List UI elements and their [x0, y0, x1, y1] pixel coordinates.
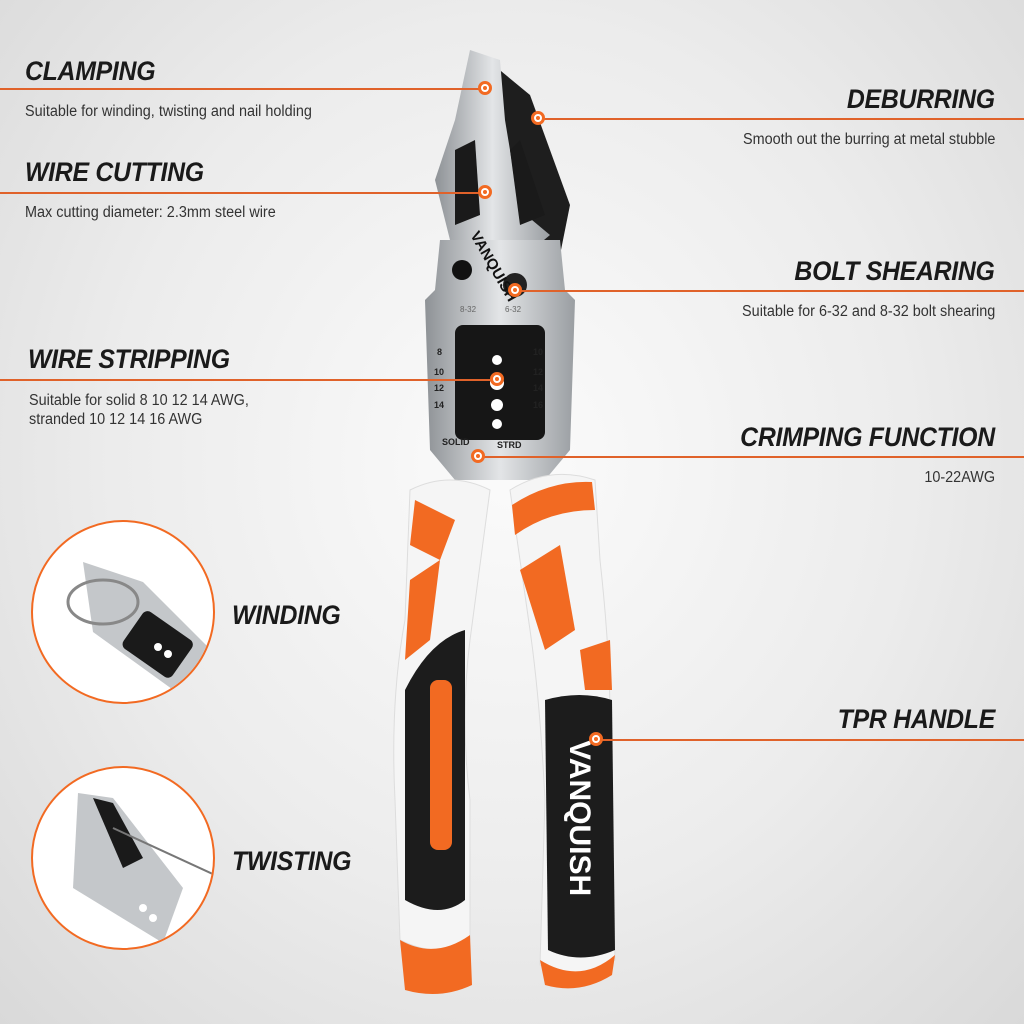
bolt-shearing-desc: Suitable for 6-32 and 8-32 bolt shearing: [741, 303, 995, 320]
clamping-line: [0, 88, 480, 90]
wire-stripping-desc-2: stranded 10 12 14 16 AWG: [29, 411, 203, 428]
svg-text:12: 12: [533, 367, 543, 377]
tpr-handle-line: [598, 739, 1024, 741]
svg-text:6-32: 6-32: [505, 305, 522, 314]
bolt-shearing-line: [518, 290, 1024, 292]
winding-inset-image: [31, 520, 215, 704]
bolt-shearing-title: BOLT SHEARING: [794, 256, 995, 286]
crimping-marker: [471, 449, 485, 463]
twisting-inset-image: [31, 766, 215, 950]
twisting-title: TWISTING: [232, 846, 352, 876]
deburring-line: [540, 118, 1024, 120]
wire-cutting-marker: [478, 185, 492, 199]
deburring-desc: Smooth out the burring at metal stubble: [742, 131, 995, 148]
bolt-shearing-marker: [508, 283, 522, 297]
wire-stripping-desc-1: Suitable for solid 8 10 12 14 AWG,: [29, 392, 249, 409]
wire-cutting-title: WIRE CUTTING: [25, 157, 204, 187]
wire-cutting-line: [0, 192, 480, 194]
deburring-marker: [531, 111, 545, 125]
wire-stripping-marker: [490, 372, 504, 386]
jaw-right: [490, 62, 570, 255]
clamping-desc: Suitable for winding, twisting and nail …: [25, 103, 312, 120]
winding-title: WINDING: [232, 600, 341, 630]
svg-text:10: 10: [434, 367, 444, 377]
svg-text:14: 14: [533, 383, 543, 393]
wire-stripping-title: WIRE STRIPPING: [28, 344, 230, 374]
svg-text:STRD: STRD: [497, 440, 522, 450]
handle-brand: VANQUISH: [563, 740, 596, 896]
svg-text:8: 8: [437, 347, 442, 357]
svg-text:8-32: 8-32: [460, 305, 477, 314]
svg-text:12: 12: [434, 383, 444, 393]
svg-text:16: 16: [533, 400, 543, 410]
clamping-marker: [478, 81, 492, 95]
svg-text:SOLID: SOLID: [442, 437, 470, 447]
tpr-handle-marker: [589, 732, 603, 746]
wire-cutting-desc: Max cutting diameter: 2.3mm steel wire: [25, 204, 276, 221]
wire-stripping-line: [0, 379, 492, 381]
deburring-title: DEBURRING: [847, 84, 995, 114]
clamping-title: CLAMPING: [25, 56, 156, 86]
svg-text:10: 10: [533, 347, 543, 357]
crimping-title: CRIMPING FUNCTION: [740, 422, 995, 452]
tpr-handle-title: TPR HANDLE: [837, 704, 996, 734]
crimping-line: [480, 456, 1024, 458]
crimping-desc: 10-22AWG: [924, 469, 995, 486]
svg-text:14: 14: [434, 400, 444, 410]
